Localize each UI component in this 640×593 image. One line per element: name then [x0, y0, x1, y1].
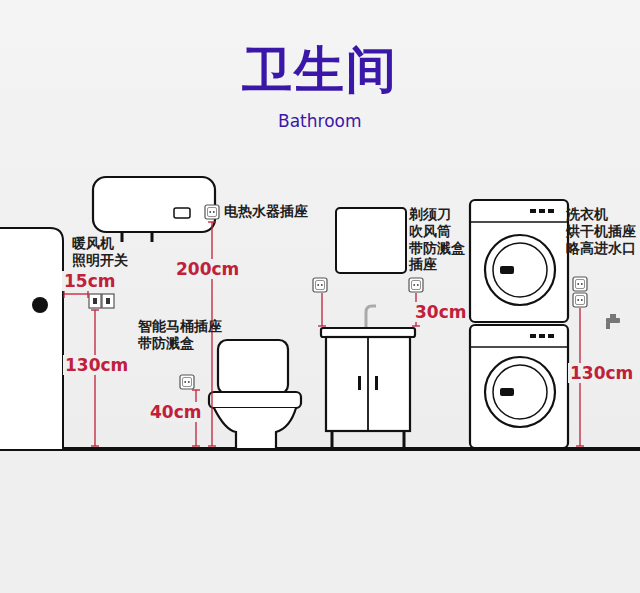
socket-icon: [409, 278, 423, 292]
door: [0, 228, 63, 449]
dimension-value: 130cm: [63, 355, 130, 375]
dimension-value: 30cm: [413, 302, 468, 322]
socket-icon: [573, 293, 587, 307]
socket-icon: [573, 277, 587, 291]
socket-label: 电热水器插座: [224, 203, 308, 220]
subtitle: Bathroom: [278, 111, 362, 131]
dimension-value: 15cm: [62, 271, 117, 291]
water-heater: [93, 177, 215, 242]
page-title: 卫生间: [242, 40, 398, 100]
dimension-value: 200cm: [174, 259, 241, 279]
socket-label: 剃须刀 吹风筒 带防溅盒 插座: [409, 206, 465, 273]
water-tap: [606, 314, 620, 329]
socket-label: 智能马桶插座 带防溅盒: [138, 318, 222, 352]
socket-icon: [205, 205, 219, 219]
washer-dryer: [470, 200, 568, 448]
dimension-value: 130cm: [568, 363, 635, 383]
floor-ground: [0, 449, 640, 593]
dimension-value: 40cm: [148, 402, 203, 422]
switch-label: 暖风机 照明开关: [72, 235, 128, 269]
toilet: [209, 340, 301, 449]
switch-icons: [89, 294, 114, 308]
vanity: [321, 208, 415, 447]
dimension-lines: [64, 222, 584, 446]
socket-icon: [180, 375, 194, 389]
socket-icon: [313, 278, 327, 292]
socket-label: 洗衣机 烘干机插座 略高进水口: [566, 206, 636, 256]
